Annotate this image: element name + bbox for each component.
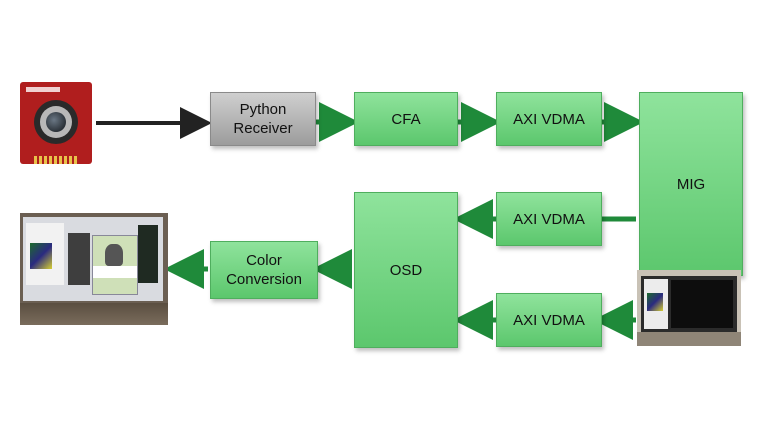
color-conversion-block: Color Conversion [210, 241, 318, 299]
inset-photo-image [637, 270, 741, 346]
book-figure [105, 244, 123, 266]
inset-left-panel [644, 279, 668, 329]
osd-block: OSD [354, 192, 458, 348]
monitor-book-cover [92, 235, 138, 295]
monitor-thumbnail [30, 243, 52, 269]
python-receiver-label: Python Receiver [233, 101, 293, 137]
monitor-display-image [20, 213, 168, 325]
axi-vdma-top-label: AXI VDMA [513, 110, 585, 128]
osd-label: OSD [389, 261, 423, 279]
monitor-stand [20, 303, 168, 325]
mig-block: MIG [639, 92, 743, 276]
inset-thumbnail [647, 293, 663, 311]
camera-board-image [20, 82, 92, 164]
camera-logo-strip [26, 87, 60, 92]
mig-label: MIG [676, 175, 706, 193]
axi-vdma-bottom-label: AXI VDMA [513, 311, 585, 329]
book-title-band [93, 266, 137, 278]
python-receiver-block: Python Receiver [210, 92, 316, 146]
monitor-right-panel [138, 225, 158, 283]
axi-vdma-mid-block: AXI VDMA [496, 192, 602, 246]
inset-base [637, 332, 741, 346]
lens-glass [46, 112, 66, 132]
connector-pins [34, 156, 78, 164]
axi-vdma-bottom-block: AXI VDMA [496, 293, 602, 347]
monitor-left-panel [26, 223, 64, 285]
inset-black-window [671, 280, 733, 328]
cfa-block: CFA [354, 92, 458, 146]
axi-vdma-mid-label: AXI VDMA [513, 210, 585, 228]
monitor-mid-panel [68, 233, 90, 285]
cfa-label: CFA [391, 110, 421, 128]
color-conversion-label: Color Conversion [226, 252, 302, 288]
axi-vdma-top-block: AXI VDMA [496, 92, 602, 146]
